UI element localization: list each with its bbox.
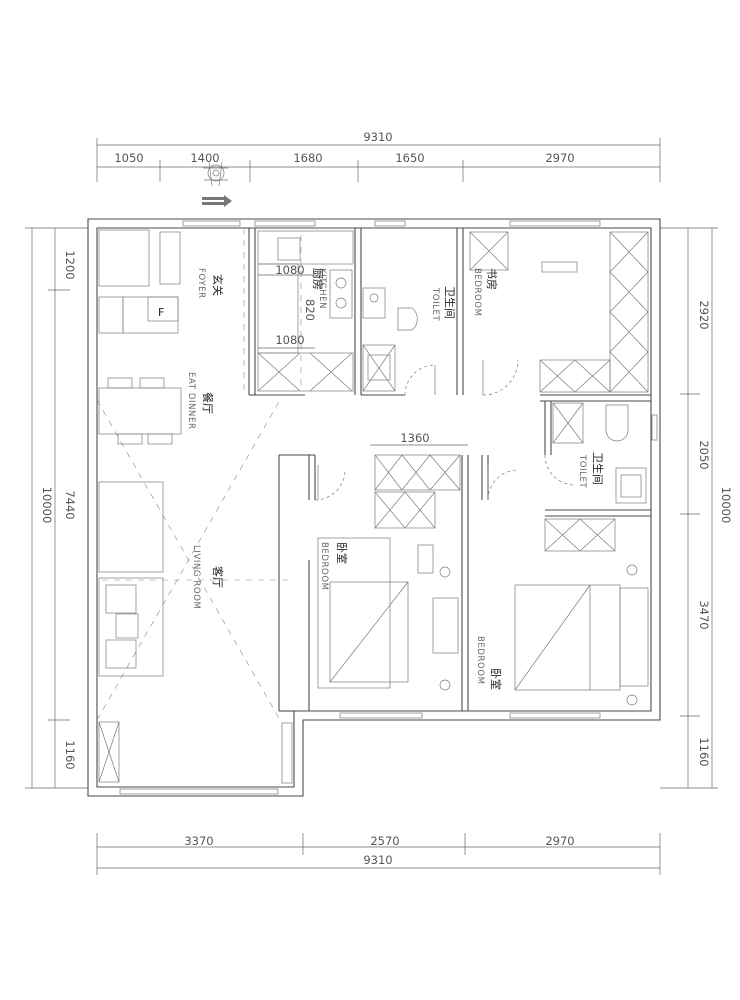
right-dimension-lines xyxy=(660,227,718,789)
toilet-right-label-en: TOILET xyxy=(577,454,587,488)
kitchen-counters xyxy=(257,230,354,392)
study-label-en: BEDROOM xyxy=(472,268,482,317)
top-dimension-lines xyxy=(96,138,661,182)
kitchen-label-cn: 厨房 xyxy=(311,268,324,290)
top-dim-3: 1680 xyxy=(293,151,322,165)
interior-walls xyxy=(248,228,651,712)
bottom-dim-2: 2570 xyxy=(370,834,399,848)
bottom-dim-3: 2970 xyxy=(545,834,574,848)
entry-person-icon xyxy=(203,161,228,187)
top-total-dim: 9310 xyxy=(363,130,392,144)
living-furniture xyxy=(98,481,293,784)
bed-right xyxy=(514,564,649,706)
bedroom-right-label-cn: 卧室 xyxy=(489,668,503,690)
foyer-label-en: FOYER xyxy=(196,268,206,299)
top-dim-2: 1400 xyxy=(190,151,219,165)
right-dim-1160: 1160 xyxy=(697,737,711,766)
left-dim-1200: 1200 xyxy=(63,250,77,279)
wardrobe-top xyxy=(374,454,461,529)
left-dim-1160: 1160 xyxy=(63,740,77,769)
windows xyxy=(119,220,658,795)
dinner-label-en: EAT DINNER xyxy=(186,372,196,429)
left-dim-7440: 7440 xyxy=(63,490,77,519)
living-label-en: LIVING ROOM xyxy=(191,545,201,609)
left-total-dim: 10000 xyxy=(40,487,54,524)
dim-1080-bottom: 1080 xyxy=(275,333,304,347)
toilet-right-label-cn: 卫生间 xyxy=(591,452,605,485)
study-cabinets xyxy=(469,231,649,393)
exterior-walls xyxy=(87,218,661,797)
dining-table xyxy=(98,377,182,445)
living-label-cn: 客厅 xyxy=(211,566,225,588)
dinner-label-cn: 餐厅 xyxy=(201,392,215,414)
fridge-label: F xyxy=(158,306,164,319)
top-dim-4: 1650 xyxy=(395,151,424,165)
toilet-top-label-cn: 卫生间 xyxy=(443,286,457,319)
top-toilet-fixtures xyxy=(362,287,418,392)
doors xyxy=(314,359,576,501)
right-dim-3470: 3470 xyxy=(697,600,711,629)
top-dim-1: 1050 xyxy=(114,151,143,165)
left-dimension-lines xyxy=(25,227,88,789)
entry-arrow-icon xyxy=(202,195,232,207)
bedroom-right-label-en: BEDROOM xyxy=(475,636,485,685)
bottom-total-dim: 9310 xyxy=(363,853,392,867)
foyer-label-cn: 玄关 xyxy=(211,274,225,296)
bedroom-mid-label-cn: 卧室 xyxy=(335,542,349,564)
inner-dimension-lines xyxy=(258,274,468,446)
bedroom-mid-label-en: BEDROOM xyxy=(319,542,329,591)
right-dim-2920: 2920 xyxy=(697,300,711,329)
right-dim-2050: 2050 xyxy=(697,440,711,469)
bed-middle xyxy=(317,537,459,691)
study-label-cn: 书房 xyxy=(485,268,498,290)
right-total-dim: 10000 xyxy=(719,487,733,524)
bottom-dim-1: 3370 xyxy=(184,834,213,848)
right-toilet-fixtures xyxy=(544,402,647,552)
toilet-top-label-en: TOILET xyxy=(430,287,440,321)
dashed-guides xyxy=(96,228,302,721)
dim-1080-top: 1080 xyxy=(275,263,304,277)
bottom-dimension-lines xyxy=(96,833,661,875)
top-dim-5: 2970 xyxy=(545,151,574,165)
foyer-cabinets xyxy=(98,229,181,334)
dim-820: 820 xyxy=(303,299,317,321)
kitchen-label-en: KITCHEN xyxy=(317,268,327,309)
dim-1360: 1360 xyxy=(400,431,429,445)
